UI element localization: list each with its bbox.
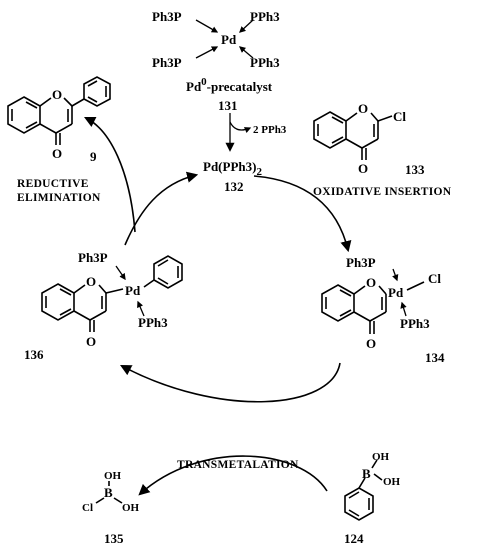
ring-oxygen: O <box>52 87 62 102</box>
chloride-ligand: Cl <box>428 271 441 286</box>
chlorine-atom: Cl <box>82 502 93 514</box>
palladium-center: Pd <box>221 32 237 47</box>
oxidative-insertion-label: OXIDATIVE INSERTION <box>313 186 452 198</box>
carbonyl-oxygen: O <box>358 161 368 176</box>
phenyl-ring <box>83 76 111 107</box>
chlorine-atom: Cl <box>393 109 406 124</box>
ligand-loss-arrow <box>229 121 252 134</box>
ligand-pph3: PPh3 <box>138 315 168 330</box>
dative-arrow <box>239 46 254 59</box>
product-9: O O 9 <box>7 76 111 164</box>
boron-atom: B <box>104 485 113 500</box>
carbonyl-oxygen: O <box>86 334 96 349</box>
ligand-pph3-top-right: PPh3 <box>250 9 280 24</box>
hydroxyl-1: OH <box>104 470 122 482</box>
substrate-133: O Cl O 133 <box>313 101 425 177</box>
ring-oxygen: O <box>358 101 368 116</box>
dative-arrow <box>195 19 219 33</box>
precatalyst-name: Pd0-precatalyst <box>186 76 273 94</box>
palladium-center: Pd <box>125 283 141 298</box>
compound-number-135: 135 <box>104 531 124 546</box>
compound-number-9: 9 <box>90 149 97 164</box>
compound-number-136: 136 <box>24 347 44 362</box>
ligand-loss-label: 2 PPh3 <box>253 124 287 136</box>
compound-number-134: 134 <box>425 350 445 365</box>
ligand-pph3: PPh3 <box>400 316 430 331</box>
carbonyl-oxygen: O <box>52 146 62 161</box>
phenyl-ring <box>344 487 374 521</box>
arrow-to-132 <box>124 171 199 246</box>
ligand-ph3p-bottom-left: Ph3P <box>152 55 182 70</box>
ring-oxygen: O <box>86 274 96 289</box>
ligand-pph3-bottom-right: PPh3 <box>250 55 280 70</box>
transmetalation-label: TRANSMETALATION <box>177 459 299 471</box>
precatalyst-131: Ph3P PPh3 Pd Ph3P PPh3 Pd0-precatalyst 1… <box>152 9 280 113</box>
dative-arrow <box>195 46 219 59</box>
ligand-ph3p: Ph3P <box>78 250 108 265</box>
carbonyl-oxygen: O <box>366 336 376 351</box>
compound-number-133: 133 <box>405 162 425 177</box>
hydroxyl-2: OH <box>122 502 140 514</box>
transmetalation-arrow <box>138 455 328 496</box>
hydroxyl-2: OH <box>383 476 401 488</box>
compound-number-124: 124 <box>344 531 364 546</box>
arrow-to-136 <box>120 362 341 403</box>
dative-arrow <box>239 19 254 33</box>
compound-number-132: 132 <box>224 179 244 194</box>
intermediate-134: Ph3P Pd Cl PPh3 O O 134 <box>321 255 445 365</box>
reductive-elimination-label-1: REDUCTIVE <box>17 178 89 190</box>
compound-number-131: 131 <box>218 98 238 113</box>
ligand-ph3p: Ph3P <box>346 255 376 270</box>
arrow-to-134 <box>253 175 352 253</box>
hydroxyl-1: OH <box>372 451 390 463</box>
palladium-center: Pd <box>388 285 404 300</box>
reductive-elimination-label-2: ELIMINATION <box>17 192 101 204</box>
boronic-acid-124: B OH OH 124 <box>344 451 401 546</box>
ligand-ph3p-top-left: Ph3P <box>152 9 182 24</box>
boron-atom: B <box>362 466 371 481</box>
phenyl-ring <box>153 255 183 289</box>
ring-oxygen: O <box>366 275 376 290</box>
arrow-to-product <box>83 116 136 233</box>
intermediate-136: Ph3P Pd PPh3 O O 136 <box>24 250 183 362</box>
active-catalyst-132: Pd(PPh3)2 132 <box>203 159 262 194</box>
catalyst-formula: Pd(PPh3)2 <box>203 159 262 178</box>
byproduct-135: B Cl OH OH 135 <box>82 470 140 546</box>
